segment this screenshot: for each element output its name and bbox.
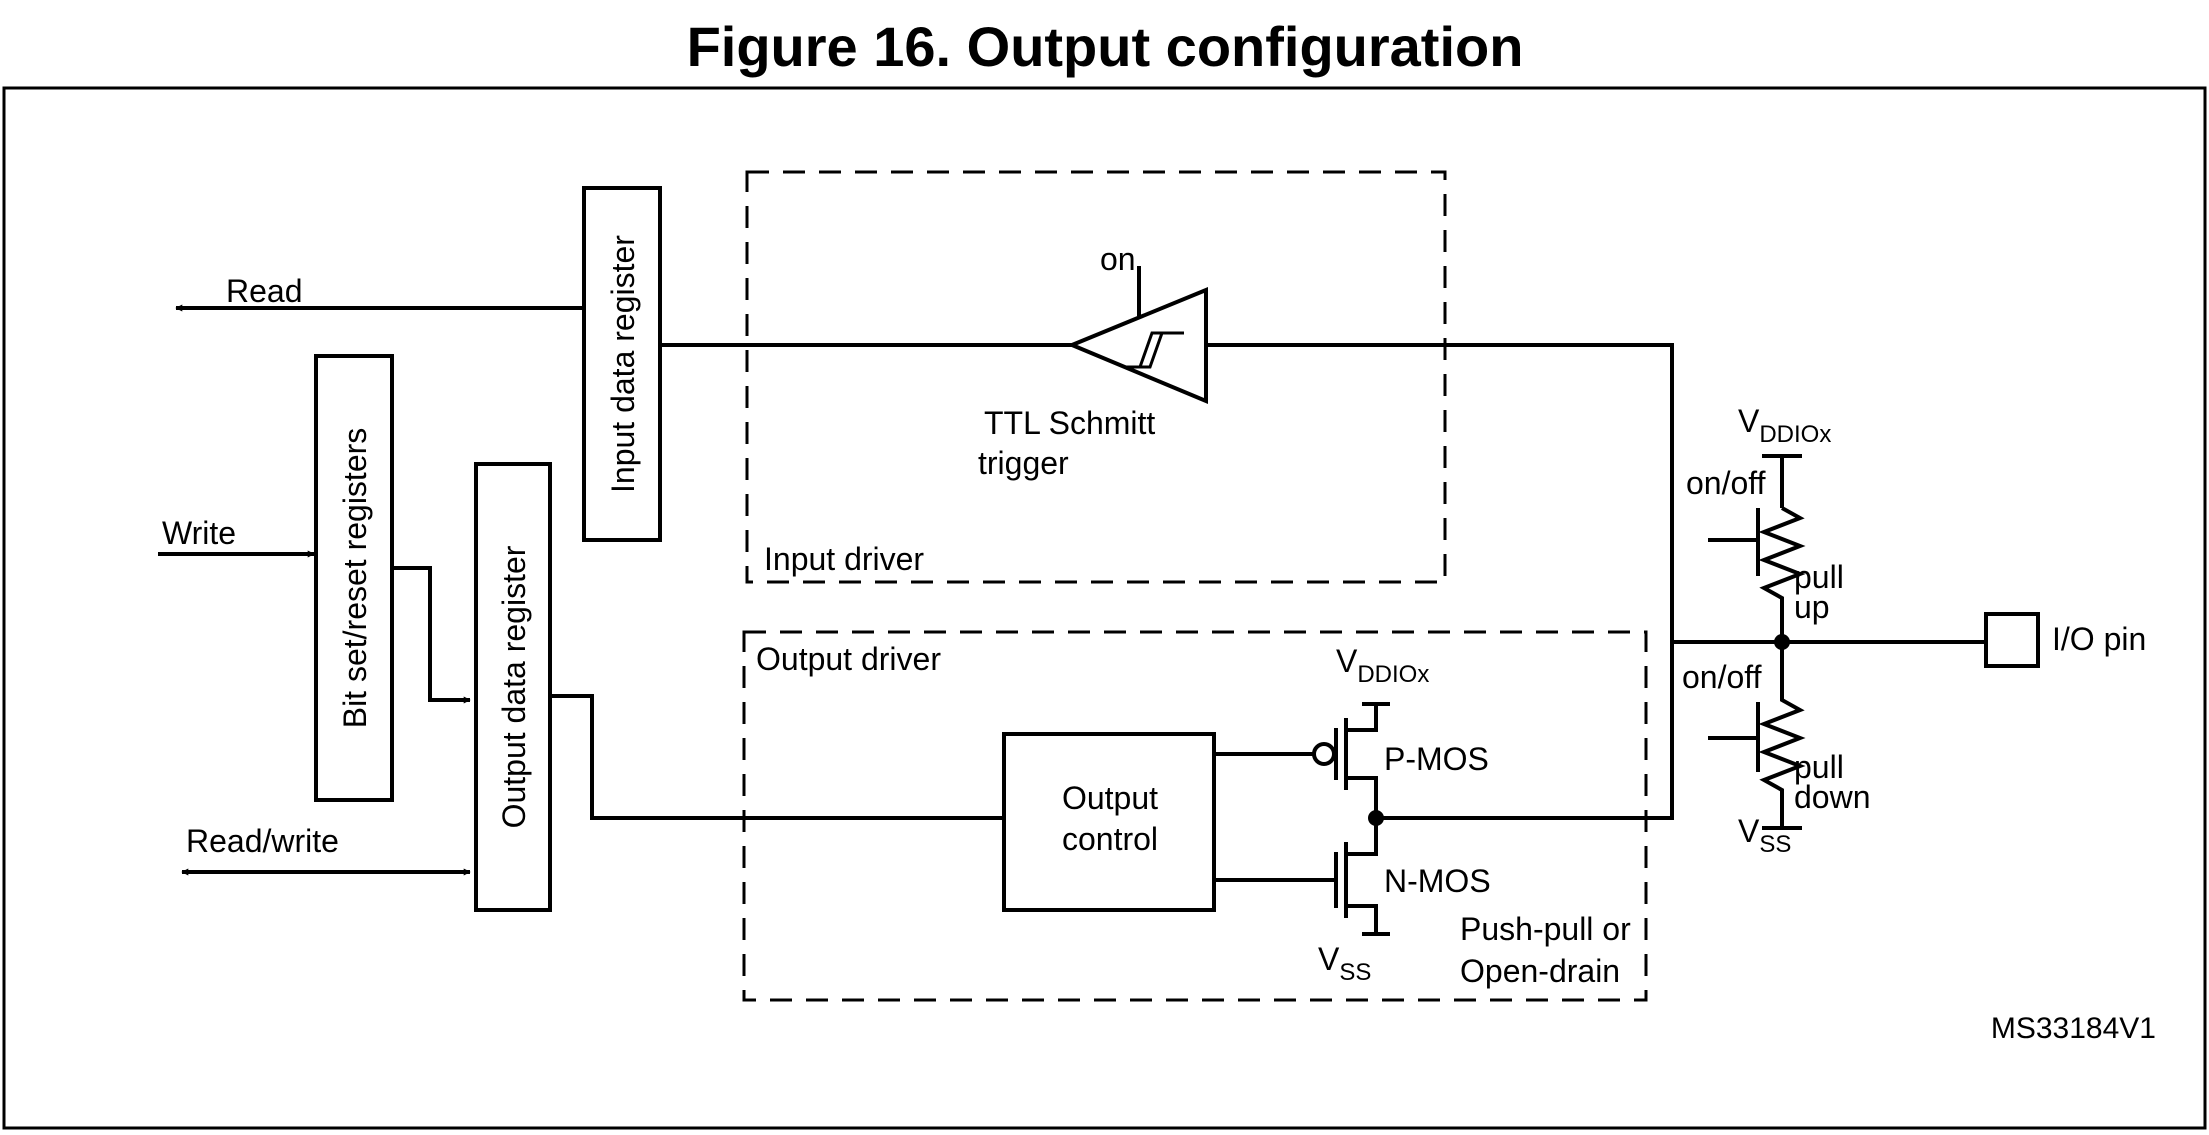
pull-up-label-line1: pull	[1794, 559, 1844, 595]
schmitt-label-line2: trigger	[978, 445, 1069, 481]
pull-up-vdd-label: VDDIOx	[1738, 403, 1831, 448]
pull-up-on-off: on/off	[1686, 465, 1766, 501]
bit-set-reset-registers-label: Bit set/reset registers	[337, 428, 373, 729]
output-node-dot	[1368, 810, 1384, 826]
output-vss-label: VSS	[1318, 941, 1371, 986]
output-data-register	[474, 462, 552, 912]
input-data-register	[582, 186, 662, 542]
input-driver-box	[745, 170, 1447, 584]
pull-down-label-line2: down	[1794, 779, 1871, 815]
pull-up-resistor	[1758, 506, 1806, 642]
figure-frame	[2, 86, 2207, 1130]
output-driver-label: Output driver	[756, 641, 941, 677]
read-label: Read	[226, 273, 303, 309]
odr-to-control-wire	[550, 694, 1004, 820]
pull-down-vss-label: VSS	[1738, 813, 1791, 858]
io-pin-label: I/O pin	[2052, 621, 2146, 657]
output-vdd-label: VDDIOx	[1336, 643, 1429, 688]
input-driver-label: Input driver	[764, 541, 924, 577]
input-data-register-label: Input data register	[605, 235, 641, 493]
output-control-block	[1002, 732, 1216, 912]
write-label: Write	[162, 515, 236, 551]
pull-down-label-line1: pull	[1794, 749, 1844, 785]
figure-id: MS33184V1	[1991, 1012, 2156, 1045]
output-data-register-label: Output data register	[496, 545, 532, 828]
figure-title: Figure 16. Output configuration	[687, 15, 1524, 78]
io-pin-box	[1984, 612, 2040, 668]
nmos-body	[1346, 818, 1378, 934]
bsrr-to-odr-wire	[392, 566, 471, 704]
schmitt-on-label: on	[1100, 241, 1136, 277]
read-write-label: Read/write	[186, 823, 339, 859]
pull-down-on-off: on/off	[1682, 659, 1762, 695]
bit-set-reset-registers	[314, 354, 394, 802]
output-mode-line1: Push-pull or	[1460, 911, 1631, 947]
output-mode-line2: Open-drain	[1460, 953, 1620, 989]
pull-down-resistor	[1758, 642, 1806, 828]
nmos-label: N-MOS	[1384, 863, 1491, 899]
schmitt-label-line1: TTL Schmitt	[984, 405, 1155, 441]
pull-up-label-line2: up	[1794, 589, 1830, 625]
pmos-gate-bubble	[1312, 742, 1336, 766]
pmos-label: P-MOS	[1384, 741, 1489, 777]
output-control-line1: Output	[1062, 780, 1158, 816]
pmos-source-drain	[1346, 704, 1378, 732]
schmitt-hysteresis-icon	[1126, 331, 1184, 369]
pin-to-schmitt-wire	[1206, 343, 1674, 820]
pmos-body	[1346, 704, 1378, 818]
output-control-line2: control	[1062, 821, 1158, 857]
